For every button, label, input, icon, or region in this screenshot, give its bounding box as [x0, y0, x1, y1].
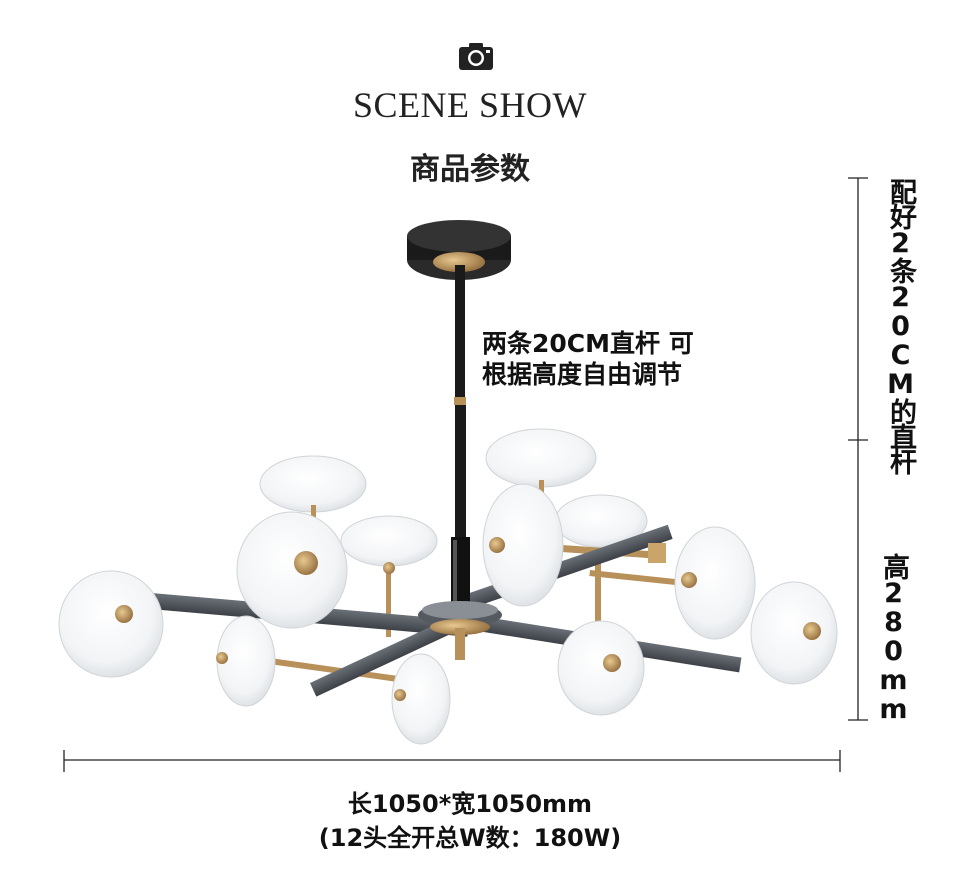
shade-back-center: [485, 428, 597, 496]
shade-far-right: [750, 581, 838, 685]
shade-bottom-right: [557, 620, 645, 716]
shade-right: [674, 526, 756, 640]
width-dimension-line: [63, 750, 841, 772]
rod-note-line-2: 根据高度自由调节: [482, 360, 683, 389]
ceiling-canopy: [407, 220, 511, 280]
shade-lower-left: [216, 615, 276, 707]
rod-adjust-note: 两条20CM直杆 可 根据高度自由调节: [482, 328, 694, 390]
camera-icon: [459, 43, 493, 70]
height-label: 高280mm: [878, 553, 909, 723]
center-rod: [418, 265, 502, 660]
shade-far-left: [58, 570, 164, 678]
brass-rods: [269, 545, 690, 683]
height-dimension-line: [848, 177, 868, 721]
length-width-label: 长1050*宽1050mm: [347, 790, 593, 818]
shade-bottom-center: [391, 653, 451, 745]
shade-front-center: [482, 483, 564, 607]
rod-note-line-1: 两条20CM直杆 可: [482, 329, 694, 358]
product-params-title: 商品参数: [410, 152, 530, 187]
scene-show-title: SCENE SHOW: [352, 85, 587, 125]
power-label: (12头全开总W数：180W): [318, 824, 622, 852]
shade-mid-center: [340, 515, 438, 637]
shade-front-left-large: [236, 511, 348, 629]
rod-length-label: 配好2条20CM的直杆: [885, 178, 916, 473]
shade-back-left: [259, 455, 367, 523]
